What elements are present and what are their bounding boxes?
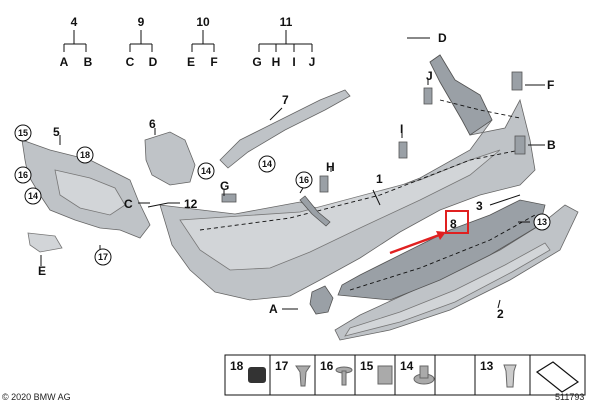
label-d: D [149,55,158,69]
group-9-tree: 9 C D [126,15,158,69]
legend-item-17: 17 [275,359,289,373]
group-4-tree: 4 A B [60,15,93,69]
label-e: E [38,264,46,278]
group-11-tree: 11 G H I J [252,15,315,69]
bumper-carrier [337,199,546,301]
bumper-cover [159,54,536,301]
lower-diffuser [334,204,579,341]
callout-16: 16 [299,175,309,185]
group-number: 4 [71,15,78,29]
upper-strip [219,89,351,169]
callout-12: 12 [184,197,198,211]
highlight-box [445,210,469,234]
label-e: E [187,55,195,69]
highlight-arrow [389,231,446,255]
legend-item-13: 13 [480,359,494,373]
label-g: G [220,179,229,193]
label-g: G [252,55,261,69]
leader-lines [40,37,545,310]
group-10-tree: 10 E F [187,15,218,69]
callout-8: 8 [450,217,457,231]
label-h: H [272,55,281,69]
legend-item-18: 18 [230,359,244,373]
callout-14: 14 [201,166,211,176]
callout-7: 7 [282,93,289,107]
copyright-text: © 2020 BMW AG [2,392,71,402]
label-b: B [84,55,93,69]
part-a [309,285,334,315]
callout-18: 18 [80,150,90,160]
small-clips [221,71,526,227]
callout-5: 5 [53,125,60,139]
callout-15: 15 [18,128,28,138]
callout-14: 14 [28,191,38,201]
callout-16: 16 [18,170,28,180]
label-d: D [438,31,447,45]
legend-item-15: 15 [360,359,374,373]
label-a: A [269,302,278,316]
callout-2: 2 [497,307,504,321]
label-c: C [124,197,133,211]
label-b: B [547,138,556,152]
group-number: 9 [138,15,145,29]
label-f: F [210,55,217,69]
label-f: F [547,78,554,92]
callout-6: 6 [149,117,156,131]
group-number: 10 [196,15,210,29]
fastener-legend: 18 17 16 15 14 13 [224,354,586,396]
side-bracket [21,139,151,239]
label-c: C [126,55,135,69]
callout-14: 14 [262,159,272,169]
label-i: I [400,122,403,136]
label-j: J [309,55,316,69]
bracket-6 [144,131,196,186]
group-number: 11 [280,15,293,29]
label-j: J [426,69,433,83]
callout-3: 3 [476,199,483,213]
diagram-number: 511793 [555,392,584,402]
label-h: H [326,160,335,174]
label-i: I [292,55,295,69]
legend-item-14: 14 [400,359,414,373]
callout-17: 17 [98,252,108,262]
legend-item-16: 16 [320,359,334,373]
label-a: A [60,55,69,69]
callout-13: 13 [537,217,547,227]
circled-callouts: 15 16 18 14 17 14 14 16 13 [14,124,551,266]
callout-1: 1 [376,172,383,186]
part-e [27,232,63,253]
